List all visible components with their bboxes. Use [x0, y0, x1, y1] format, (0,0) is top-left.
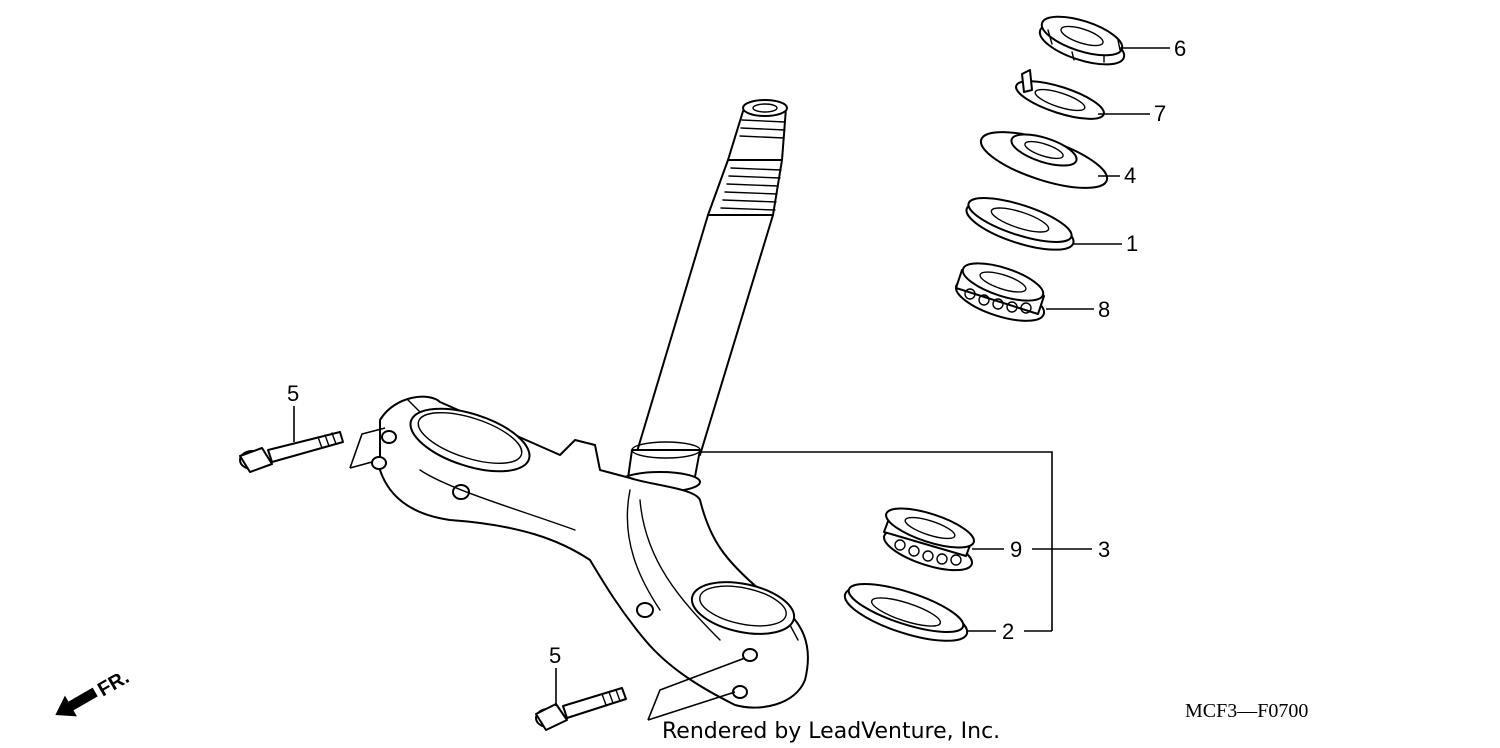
callout-6: 6 [1174, 36, 1186, 61]
bolt-lower[interactable] [535, 687, 627, 731]
upper-bearing[interactable] [951, 256, 1048, 330]
direction-label: FR. [94, 666, 133, 701]
credit-text: Rendered by LeadVenture, Inc. [662, 719, 1000, 744]
callout-9: 9 [1010, 537, 1022, 562]
diagram-code: MCF3—F0700 [1185, 700, 1308, 722]
callout-2: 2 [1002, 619, 1014, 644]
lock-nut[interactable] [1035, 9, 1129, 73]
lower-bearing[interactable] [880, 500, 978, 578]
callout-3: 3 [1098, 537, 1110, 562]
steering-stem[interactable] [371, 99, 809, 709]
bolt-upper[interactable] [239, 431, 344, 473]
lock-washer[interactable] [1012, 69, 1108, 127]
upper-race[interactable] [961, 189, 1078, 259]
leader-lines [293, 47, 1170, 721]
callout-4: 4 [1124, 163, 1136, 188]
callout-8: 8 [1098, 297, 1110, 322]
lower-race[interactable] [839, 574, 972, 652]
callout-5-lower: 5 [549, 643, 561, 668]
front-arrow-icon: FR. [55, 666, 133, 717]
adjusting-nut[interactable] [975, 121, 1113, 200]
callout-7: 7 [1154, 101, 1166, 126]
callout-5-upper: 5 [287, 381, 299, 406]
callout-1: 1 [1126, 231, 1138, 256]
